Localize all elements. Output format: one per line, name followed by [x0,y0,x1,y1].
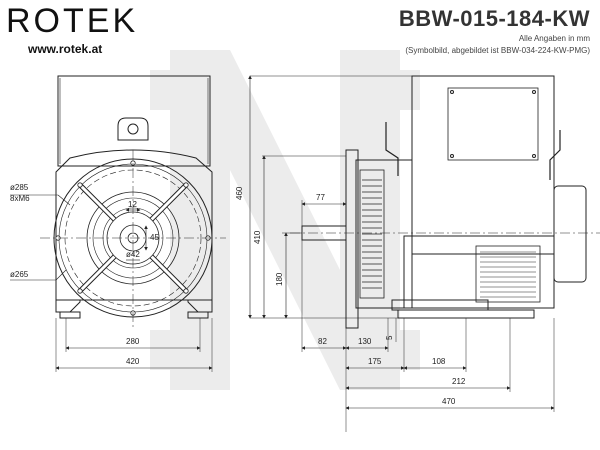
side-cover-plate [447,87,539,161]
label-holes: 8xM6 [10,194,30,203]
side-labels: 460 410 180 77 82 130 5 175 108 212 470 [235,186,466,406]
side-housing [355,159,413,309]
label-12: 12 [128,200,137,209]
symbol-note: (Symbolbild, abgebildet ist BBW-034-224-… [405,46,590,55]
dim-82: 82 [318,337,327,346]
dim-280: 280 [126,337,140,346]
brand-logo: ROTEK [6,2,139,40]
rear-bearing-cover [553,185,587,283]
dim-180: 180 [275,272,284,286]
dim-77: 77 [316,193,325,202]
front-housing [55,149,213,301]
dim-212: 212 [452,377,466,386]
front-terminal-box [57,75,211,167]
model-title: BBW-015-184-KW [398,6,590,31]
label-d42: ø42 [126,250,140,259]
vent-slots [362,179,382,289]
dim-108: 108 [432,357,446,366]
front-view [10,75,226,372]
label-45: 45 [150,233,159,242]
dim-420: 420 [126,357,140,366]
side-grille [475,245,541,303]
dim-175: 175 [368,357,382,366]
label-d285: ø285 [10,183,29,192]
label-d265: ø265 [10,270,29,279]
dim-5: 5 [385,335,394,340]
front-labels: ø285 8xM6 ø265 12 45 ø42 280 420 [10,183,159,366]
dim-410: 410 [253,230,262,244]
dim-130: 130 [358,337,372,346]
dim-470: 470 [442,397,456,406]
dim-460: 460 [235,186,244,200]
side-view [248,75,600,432]
lifting-eye-icon [117,117,149,141]
units-note: Alle Angaben in mm [518,34,590,43]
brand-url: www.rotek.at [28,42,103,56]
side-terminal-box [411,75,555,255]
